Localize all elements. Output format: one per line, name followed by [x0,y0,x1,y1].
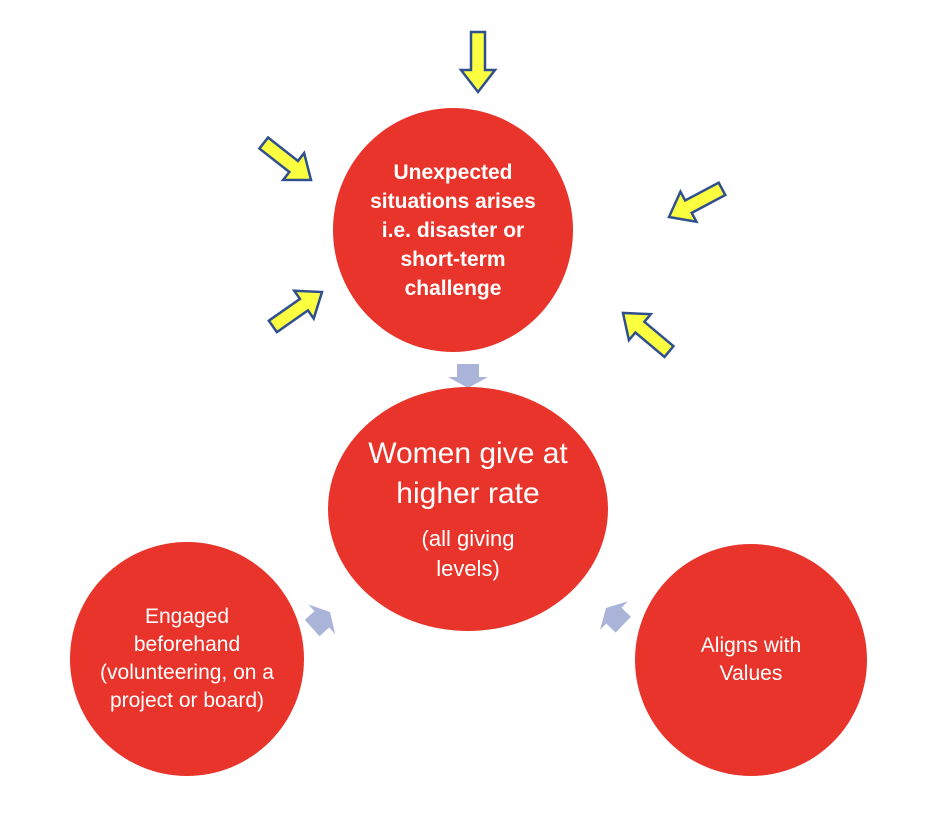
impact-arrow-lower-right [610,298,682,366]
node-women-give-title: Women give at higher rate [368,437,568,510]
impact-arrow-lower-left [261,276,334,342]
impact-arrow-top [459,30,497,94]
node-aligns-with-values-label: Aligns with Values [700,634,802,685]
node-women-give-subtitle: (all giving levels) [421,526,515,581]
impact-arrow-upper-right [659,172,732,234]
flow-arrow-top-to-center [448,364,488,388]
flow-arrow-left-to-center [298,597,344,643]
flow-arrow-right-to-center [592,593,638,640]
node-unexpected-situations: Unexpected situations arises i.e. disast… [333,108,573,352]
node-engaged-beforehand: Engaged beforehand (volunteering, on a p… [70,542,304,776]
node-aligns-with-values: Aligns with Values [635,544,867,776]
node-women-give: Women give at higher rate (all giving le… [328,387,608,631]
node-unexpected-situations-label: Unexpected situations arises i.e. disast… [370,160,536,300]
impact-arrow-upper-left [252,128,323,195]
node-engaged-beforehand-label: Engaged beforehand (volunteering, on a p… [100,605,274,712]
